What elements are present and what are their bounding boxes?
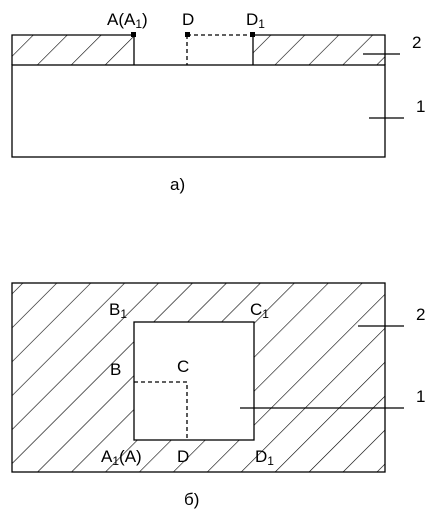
- film-hatch-left-right: [12, 35, 385, 65]
- point-a-marker: [131, 32, 136, 37]
- callout-1-label: 1: [416, 387, 425, 406]
- diagram-b: B1 C1 B C A1(A) D D1 2 1 б): [11, 282, 425, 509]
- layer-2-film-top-hatch: [12, 283, 385, 472]
- label-d1: D1: [255, 447, 274, 468]
- callout-2-label: 2: [412, 33, 421, 52]
- layer-1-substrate-section: [11, 64, 386, 158]
- callout-1-label: 1: [416, 97, 425, 116]
- caption-b: б): [184, 490, 199, 509]
- label-a1-a: A1(A): [101, 447, 142, 468]
- label-c1: C1: [250, 300, 269, 321]
- diagram-a: A(A1) D D1 2 1 а): [11, 10, 425, 194]
- caption-a: а): [170, 175, 185, 194]
- window-square: [133, 321, 255, 441]
- layer-2-film-section: [11, 32, 386, 65]
- label-c: C: [177, 357, 189, 376]
- label-b: B: [110, 360, 121, 379]
- inner-square-dashed: [134, 381, 188, 440]
- callout-2-label: 2: [416, 305, 425, 324]
- film-outline-left: [11, 34, 135, 65]
- point-d-marker: [185, 32, 190, 37]
- layer-2-film-top-outline: [11, 282, 386, 473]
- label-d1: D1: [246, 10, 265, 31]
- label-d: D: [182, 10, 194, 29]
- film-outline-right: [252, 34, 386, 65]
- label-d: D: [177, 447, 189, 466]
- label-b1: B1: [109, 300, 127, 321]
- label-a-a1: A(A1): [107, 10, 148, 31]
- point-d1-marker: [250, 32, 255, 37]
- etched-outline-dashed: [186, 34, 253, 65]
